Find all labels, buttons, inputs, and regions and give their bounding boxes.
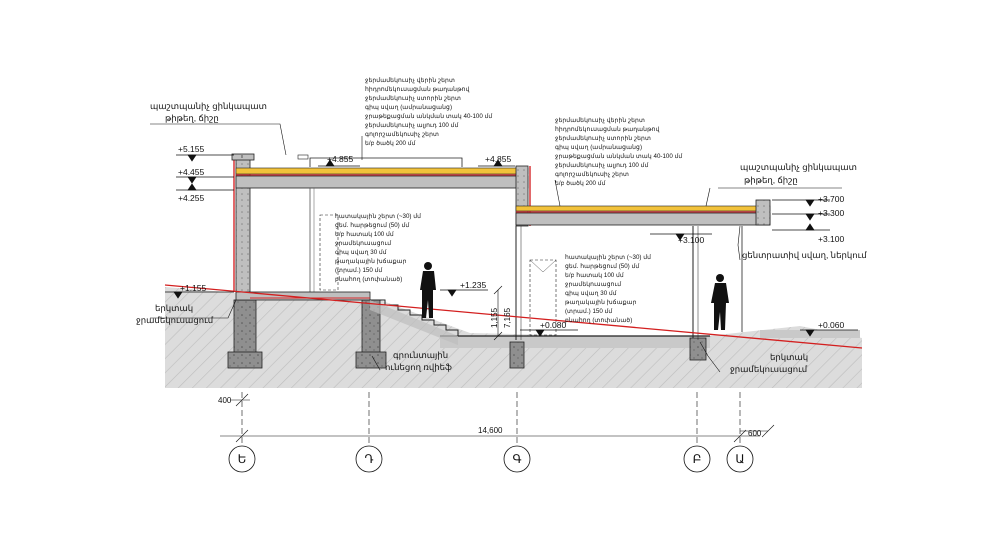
- level-markers: [165, 154, 858, 337]
- svg-text:+5.155: +5.155: [178, 144, 205, 154]
- label-drain-1: գրունտային: [393, 350, 448, 360]
- level-labels: +5.155 +4.455 +4.255 +4.855 +4.855 +3.70…: [178, 144, 845, 330]
- svg-text:+4.855: +4.855: [485, 154, 512, 164]
- svg-text:ջերմամեկուսիչ ալյուդ 100 մմ: ջերմամեկուսիչ ալյուդ 100 մմ: [365, 122, 458, 129]
- dim-600: 600: [748, 429, 762, 438]
- svg-text:+3.300: +3.300: [818, 208, 845, 218]
- svg-text:ջրաթեքացման անկման տակ 40-100: ջրաթեքացման անկման տակ 40-100 մմ: [365, 113, 492, 120]
- axis-letters: Ե Դ Գ Բ Ա: [238, 452, 745, 466]
- svg-text:(տրամ.) 150 մմ: (տրամ.) 150 մմ: [335, 267, 382, 274]
- label-parapet-right-2: թիթեղ, ճիշը: [744, 175, 798, 185]
- svg-text:գիպ սվաղ (ամրանացանց): գիպ սվաղ (ամրանացանց): [365, 104, 452, 111]
- upper-block: [231, 153, 531, 301]
- floor-notes-left: հատակային շերտ (~30) մմ ցեմ. հարթեցում (…: [335, 213, 421, 283]
- svg-text:գոլորշամեկուսիչ շերտ: գոլորշամեկուսիչ շերտ: [555, 171, 629, 178]
- label-parapet-left-1: պաշտպանիչ ցինկապատ: [150, 101, 267, 111]
- svg-text:Բ: Բ: [693, 452, 702, 466]
- label-ground-left-1: երկտակ: [155, 303, 193, 313]
- svg-text:ջրաթեքացման անկման տակ 40-100: ջրաթեքացման անկման տակ 40-100 մմ: [555, 153, 682, 160]
- axis-grid: [220, 155, 775, 444]
- svg-text:+3.100: +3.100: [678, 235, 705, 245]
- svg-text:Դ: Դ: [364, 452, 373, 466]
- svg-text:+4.855: +4.855: [327, 154, 354, 164]
- svg-text:ե/բ ծածկ 200 մմ: ե/բ ծածկ 200 մմ: [365, 140, 416, 147]
- svg-text:+4.455: +4.455: [178, 167, 205, 177]
- svg-text:ե/բ հատակ 100 մմ: ե/բ հատակ 100 մմ: [565, 272, 624, 279]
- svg-text:+0.080: +0.080: [540, 320, 567, 330]
- roof-notes-upper: ջերմամեկուսիչ վերին շերտ հիդրոմեկուսացմա…: [365, 77, 492, 147]
- svg-text:ջրամեկուսացում: ջրամեկուսացում: [565, 281, 621, 288]
- label-drain-2: ունեցող ռվիեֆ: [385, 362, 452, 372]
- leader-lines: [150, 123, 842, 373]
- svg-text:հատակային շերտ (~30) մմ: հատակային շերտ (~30) մմ: [565, 254, 651, 261]
- svg-text:+3.700: +3.700: [818, 194, 845, 204]
- svg-text:գիպ սվաղ 30 մմ: գիպ սվաղ 30 մմ: [335, 249, 387, 256]
- label-ground-right-1: երկտակ: [770, 352, 808, 362]
- dim-stair-a: 1,155: [490, 307, 499, 328]
- svg-text:թաղակային խճաքար: թաղակային խճաքար: [335, 258, 407, 265]
- svg-text:+3.100: +3.100: [818, 234, 845, 244]
- stair-dimension: [493, 285, 503, 341]
- svg-text:Գ: Գ: [512, 452, 521, 466]
- dim-stair-b: 7,165: [503, 307, 512, 328]
- svg-text:ցեմ. հարթեցում (50) մմ: ցեմ. հարթեցում (50) մմ: [335, 222, 409, 229]
- svg-text:հատակային շերտ (~30) մմ: հատակային շերտ (~30) մմ: [335, 213, 421, 220]
- human-figure-right: [711, 274, 729, 330]
- svg-text:+4.255: +4.255: [178, 193, 205, 203]
- axis-bubbles: [228, 445, 754, 473]
- svg-text:(տրամ.) 150 մմ: (տրամ.) 150 մմ: [565, 308, 612, 315]
- svg-text:բնահող (տոփանած): բնահող (տոփանած): [565, 317, 632, 324]
- svg-text:հիդրոմեկուսացման թաղանթով: հիդրոմեկուսացման թաղանթով: [555, 126, 660, 133]
- svg-text:ջրամեկուսացում: ջրամեկուսացում: [335, 240, 391, 247]
- svg-text:Ե: Ե: [238, 452, 247, 466]
- label-ground-left-2: ջրամեկուսացում: [136, 315, 214, 325]
- svg-text:ջերմամեկուսիչ ալյուդ 100 մմ: ջերմամեկուսիչ ալյուդ 100 մմ: [555, 162, 648, 169]
- roof-notes-lower: ջերմամեկուսիչ վերին շերտ հիդրոմեկուսացմա…: [555, 117, 682, 187]
- label-central-rod: ցենտրատիվ սվաղ, ներկում: [742, 250, 867, 260]
- svg-text:ցեմ. հարթեցում (50) մմ: ցեմ. հարթեցում (50) մմ: [565, 263, 639, 270]
- svg-text:գիպ սվաղ (ամրանացանց): գիպ սվաղ (ամրանացանց): [555, 144, 642, 151]
- svg-text:ե/բ հատակ 100 մմ: ե/բ հատակ 100 մմ: [335, 231, 394, 238]
- label-parapet-left-2: թիթեղ, ճիշը: [165, 113, 219, 123]
- svg-text:+1.155: +1.155: [180, 283, 207, 293]
- svg-text:ե/բ ծածկ 200 մմ: ե/բ ծածկ 200 մմ: [555, 180, 606, 187]
- label-ground-right-2: ջրամեկուսացում: [730, 364, 808, 374]
- svg-text:+1.235: +1.235: [460, 280, 487, 290]
- label-parapet-right-1: պաշտպանիչ ցինկապատ: [740, 162, 857, 172]
- svg-text:ջերմամեկուսիչ վերին շերտ: ջերմամեկուսիչ վերին շերտ: [365, 77, 455, 84]
- svg-text:ջերմամեկուսիչ վերին շերտ: ջերմամեկուսիչ վերին շերտ: [555, 117, 645, 124]
- dim-400: 400: [218, 396, 232, 405]
- svg-text:ջերմամեկուսիչ ստորին շերտ: ջերմամեկուսիչ ստորին շերտ: [365, 95, 461, 102]
- human-figure-left: [420, 262, 436, 318]
- svg-text:Ա: Ա: [735, 452, 744, 466]
- dim-14600: 14,600: [478, 426, 503, 435]
- svg-text:գոլորշամեկուսիչ շերտ: գոլորշամեկուսիչ շերտ: [365, 131, 439, 138]
- svg-text:+0.060: +0.060: [818, 320, 845, 330]
- lower-block: [515, 199, 771, 340]
- svg-text:բնահող (տոփանած): բնահող (տոփանած): [335, 276, 402, 283]
- svg-text:թաղակային խճաքար: թաղակային խճաքար: [565, 299, 637, 306]
- svg-text:հիդրոմեկուսացման թաղանթով: հիդրոմեկուսացման թաղանթով: [365, 86, 470, 93]
- svg-text:գիպ սվաղ 30 մմ: գիպ սվաղ 30 մմ: [565, 290, 617, 297]
- floor-notes-right: հատակային շերտ (~30) մմ ցեմ. հարթեցում (…: [565, 254, 651, 324]
- svg-text:ջերմամեկուսիչ ստորին շերտ: ջերմամեկուսիչ ստորին շերտ: [555, 135, 651, 142]
- slab-lower-floor: [440, 336, 710, 348]
- terrain-line: [164, 284, 863, 349]
